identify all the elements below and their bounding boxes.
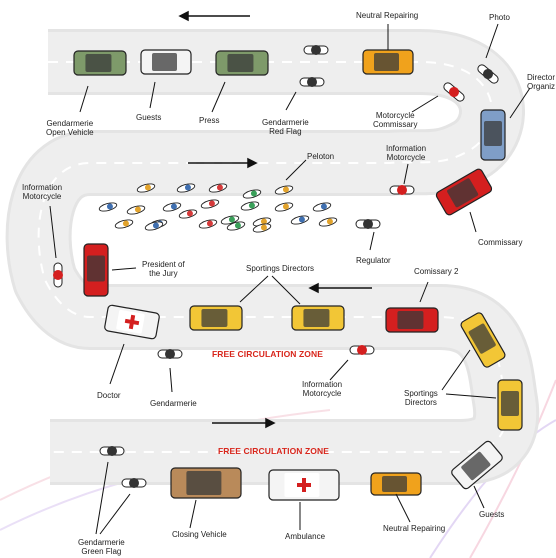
label-regulator: Regulator — [356, 256, 391, 265]
label-information-motorcycle-3: Information Motorcycle — [302, 380, 343, 398]
label-guests-bottom: Guests — [479, 510, 505, 519]
label-ambulance: Ambulance — [285, 532, 326, 541]
label-guests-top: Guests — [136, 113, 162, 122]
label-information-motorcycle-1: Information Motorcycle — [386, 144, 427, 162]
peloton-rider — [226, 221, 246, 231]
motorcycle-commissary-moto — [443, 82, 465, 102]
label-closing-vehicle: Closing Vehicle — [172, 530, 227, 539]
label-neutral-repairing-bottom: Neutral Repairing — [383, 524, 446, 533]
label-sportings-directors-1: Sportings Directors — [246, 264, 315, 273]
president-of-jury-car — [83, 243, 109, 297]
commissary-car — [435, 168, 493, 216]
guests-car-bottom — [451, 440, 503, 490]
sportings-director-car-2 — [291, 305, 345, 331]
label-director-organizer: Director Organiz — [527, 73, 556, 91]
sportings-director-car-4 — [497, 379, 523, 431]
label-president-of-jury: President of the Jury — [142, 260, 185, 278]
gendarmerie-red-flag-moto-2 — [299, 77, 325, 87]
gendarmerie-green-flag-moto-1 — [99, 446, 125, 456]
peloton-rider — [242, 189, 262, 199]
peloton-rider — [318, 217, 338, 227]
label-gendarmerie-red-flag: Gendarmerie Red Flag — [262, 118, 309, 136]
label-sportings-directors-2: Sportings Directors — [404, 389, 438, 407]
peloton-rider — [240, 201, 260, 211]
peloton-rider — [162, 202, 182, 212]
label-gendarmerie-green-flag: Gendarmerie Green Flag — [78, 538, 125, 556]
peloton-rider — [126, 205, 146, 215]
label-doctor: Doctor — [97, 391, 121, 400]
peloton-rider — [252, 223, 272, 233]
label-gendarmerie-open-vehicle: Gendarmerie Open Vehicle — [46, 119, 94, 137]
peloton-rider — [144, 221, 164, 231]
gendarmerie-moto — [157, 349, 183, 359]
label-comissary-2: Comissary 2 — [414, 267, 459, 276]
label-free-circulation-zone-1: FREE CIRCULATION ZONE — [212, 349, 324, 359]
label-free-circulation-zone-2: FREE CIRCULATION ZONE — [218, 446, 330, 456]
peloton-rider — [198, 219, 218, 229]
label-press: Press — [199, 116, 220, 125]
regulator-moto — [355, 219, 381, 229]
label-neutral-repairing-top: Neutral Repairing — [356, 11, 419, 20]
peloton-rider — [98, 202, 118, 212]
peloton-rider — [274, 185, 294, 195]
information-moto-1 — [389, 185, 415, 195]
peloton-rider — [208, 183, 228, 193]
arrow-left-middle — [308, 282, 372, 294]
arrow-right-peloton — [188, 157, 258, 169]
vehicles — [53, 45, 523, 501]
label-motorcycle-commissary: Motorcycle Commissary — [373, 111, 418, 129]
information-moto-3 — [349, 345, 375, 355]
peloton-rider — [114, 219, 134, 229]
leader-lines — [49, 23, 531, 535]
label-commissary: Commissary — [478, 238, 523, 247]
gendarmerie-red-flag-moto-1 — [303, 45, 329, 55]
peloton-rider — [312, 202, 332, 212]
label-peloton: Peloton — [307, 152, 335, 161]
direction-arrows — [178, 10, 372, 429]
photo-moto — [477, 64, 499, 84]
doctor-car — [104, 304, 160, 340]
label-photo: Photo — [489, 13, 510, 22]
peloton-rider — [290, 215, 310, 225]
ambulance-car — [268, 469, 340, 501]
neutral-repairing-car-top — [362, 49, 414, 75]
arrow-left-top — [178, 10, 250, 22]
press-car — [215, 50, 269, 76]
sportings-director-car-1 — [189, 305, 243, 331]
peloton-rider — [136, 183, 156, 193]
peloton-rider — [274, 202, 294, 212]
guests-car-top — [140, 49, 192, 75]
information-moto-2 — [53, 262, 63, 288]
gendarmerie-green-flag-moto-2 — [121, 478, 147, 488]
gendarmerie-open-vehicle — [73, 50, 127, 76]
closing-vehicle — [170, 467, 242, 499]
neutral-repairing-car-bottom — [370, 472, 422, 496]
label-information-motorcycle-2: Information Motorcycle — [22, 183, 63, 201]
peloton-rider — [200, 199, 220, 209]
peloton-rider — [178, 209, 198, 219]
peloton-rider — [176, 183, 196, 193]
director-organizer-car — [480, 109, 506, 161]
peloton-rider — [220, 215, 240, 225]
label-gendarmerie: Gendarmerie — [150, 399, 197, 408]
arrow-right-bottom — [212, 417, 276, 429]
comissary-2-car — [385, 307, 439, 333]
sportings-director-car-3 — [460, 312, 506, 368]
